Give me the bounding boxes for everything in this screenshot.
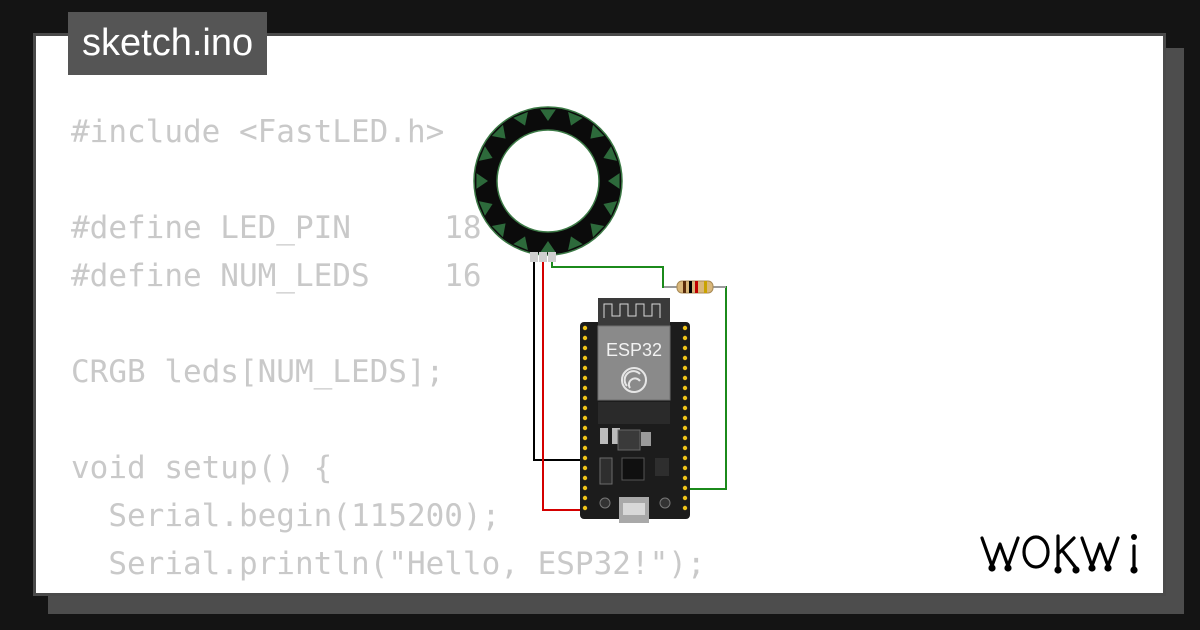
header-pin [682,375,688,381]
header-pin [682,325,688,331]
header-pin [582,445,588,451]
code-line: Serial.begin(115200); [71,498,501,534]
file-tab[interactable]: sketch.ino [68,12,268,75]
led-segment [603,146,618,161]
header-pin [682,445,688,451]
header-pin [682,455,688,461]
header-pin [682,345,688,351]
board-label: ESP32 [606,340,662,360]
pin-header-left [582,325,588,511]
header-pin [682,335,688,341]
led-segment [590,223,605,238]
led-segment [603,201,618,216]
header-pin [682,385,688,391]
signal-wire-to-board [686,286,727,490]
led-segment [478,201,493,216]
header-pin [682,355,688,361]
neopixel-ring[interactable] [473,106,623,262]
header-pin [582,325,588,331]
header-pin [582,455,588,461]
led-segment [478,146,493,161]
led-segment [540,241,556,253]
ground-wire [533,256,583,461]
header-pin [682,435,688,441]
code-preview: #include <FastLED.h> #define LED_PIN 18 #d… [71,108,706,588]
led-segment [513,111,528,126]
header-pin [582,385,588,391]
header-pin [582,495,588,501]
header-pin [582,465,588,471]
led-segment [476,173,488,189]
header-pin [582,345,588,351]
header-pin [582,485,588,491]
led-segment [590,124,605,139]
code-line: #include <FastLED.h> [71,114,445,150]
header-pin [582,405,588,411]
pin-header-right [682,325,688,511]
code-line: Serial.println("Hello, ESP32!"); [71,546,706,582]
header-pin [682,475,688,481]
header-pin [582,365,588,371]
code-line: #define LED_PIN 18 [71,210,482,246]
header-pin [582,425,588,431]
header-pin [682,505,688,511]
wokwi-logo [980,534,1138,574]
signal-wire-to-resistor [551,256,677,288]
header-pin [582,415,588,421]
header-pin [582,375,588,381]
header-pin [682,395,688,401]
header-pin [682,495,688,501]
resistor[interactable] [664,280,726,294]
led-segment [568,236,583,251]
espressif-icon [621,367,647,393]
header-pin [582,355,588,361]
header-pin [682,485,688,491]
header-pin [582,475,588,481]
led-segment [513,236,528,251]
header-pin [682,405,688,411]
esp32-board[interactable]: ESP32 [580,298,690,523]
led-segment [491,124,506,139]
code-line: CRGB leds[NUM_LEDS]; [71,354,445,390]
header-pin [582,335,588,341]
header-pin [682,415,688,421]
header-pin [682,425,688,431]
header-pin [682,465,688,471]
header-pin [582,435,588,441]
header-pin [582,395,588,401]
header-pin [582,505,588,511]
header-pin [682,365,688,371]
code-line: void setup() { [71,450,333,486]
led-segment [608,173,620,189]
led-segment [540,109,556,121]
code-line: #define NUM_LEDS 16 [71,258,482,294]
led-segment [568,111,583,126]
led-segment [491,223,506,238]
power-wire [542,256,583,511]
